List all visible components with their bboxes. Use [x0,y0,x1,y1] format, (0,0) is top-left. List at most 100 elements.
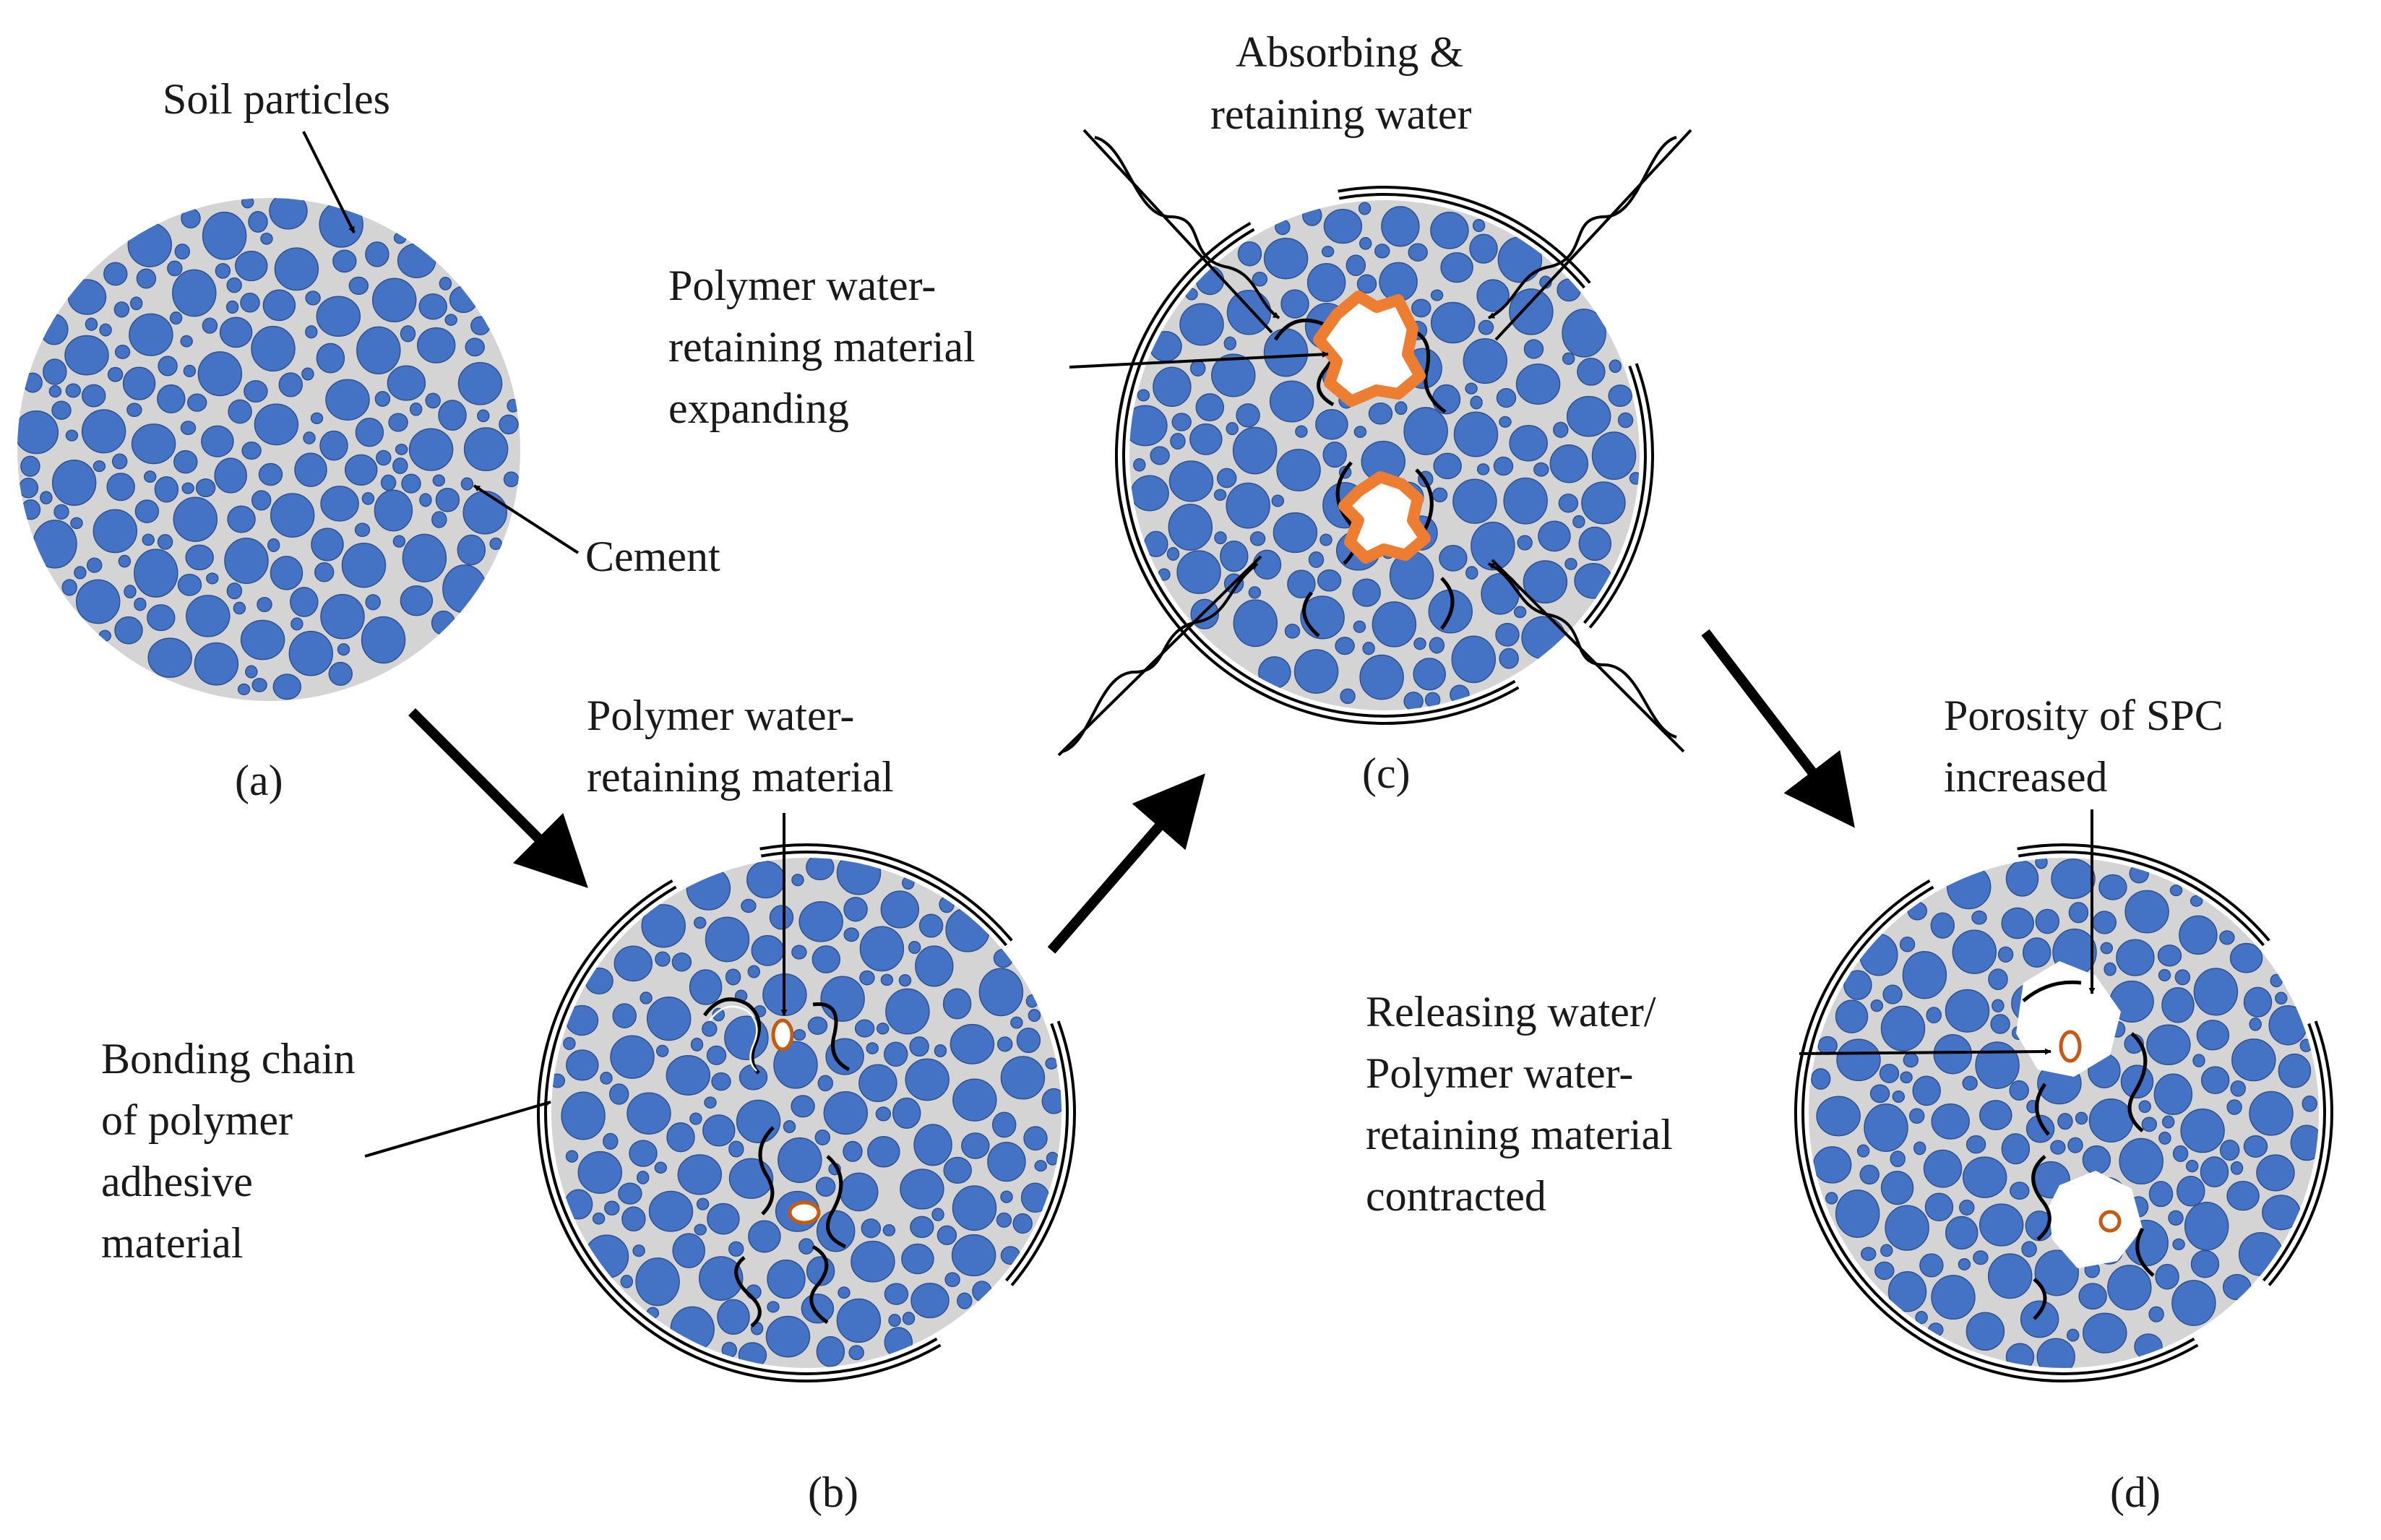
soil-particle [2124,890,2169,934]
soil-particle [1515,364,1561,405]
soil-particle [931,1208,944,1221]
soil-particle [1859,1164,1880,1185]
soil-particle [294,452,327,487]
soil-particle [174,244,191,260]
soil-particle [43,358,67,385]
soil-particle [1023,1126,1048,1151]
soil-particle [704,1096,717,1109]
soil-particle [876,1023,890,1035]
soil-particle [811,945,841,973]
soil-particle [186,393,207,412]
soil-particle [237,683,251,696]
soil-particle [2088,1098,2134,1143]
soil-particle [613,945,653,982]
soil-particle [103,262,128,286]
soil-particle [270,493,315,538]
label-polymer-material-b2: retaining material [587,753,894,801]
soil-particle [177,573,202,596]
soil-particle [395,443,408,455]
soil-particle [356,326,401,374]
label-expanding-1: Polymer water- [668,262,936,309]
soil-particle [1923,1149,1963,1188]
soil-particle [2193,968,2239,1016]
soil-particle [1408,243,1428,262]
soil-particles-c [1129,202,1640,710]
soil-particle [387,365,426,401]
soil-particle [186,595,231,637]
soil-particle [1562,309,1606,358]
soil-particle [33,520,77,569]
soil-particle [1269,380,1314,423]
soil-particle [2192,1054,2205,1067]
soil-particle [807,1016,828,1035]
arrow-c-to-d [1701,629,1855,828]
swollen-polymer-c2 [1338,471,1431,564]
soil-particle [1979,1203,2024,1247]
soil-particle [114,345,131,359]
soil-particle [2022,937,2051,968]
soil-particle [2153,1073,2193,1116]
soil-particle [228,399,252,424]
soil-particle [1352,578,1381,607]
soil-particle [303,431,316,444]
soil-particle [996,1036,1013,1052]
soil-particle [1952,929,1997,974]
soil-particle [439,277,452,291]
soil-particle [1558,494,1579,513]
label-bonding-chain-2: of polymer [101,1096,293,1144]
soil-particle [689,969,723,1005]
soil-particle [1864,1104,1908,1152]
soil-particle [173,449,198,474]
soil-particle [711,1072,731,1091]
arrow-soil-particles [302,131,356,233]
soil-particle [1232,426,1278,475]
soil-particle [194,642,239,686]
soil-particle [666,1122,695,1153]
soil-particle [2107,1265,2152,1311]
soil-particle [40,314,69,345]
soil-particle [702,1020,718,1037]
soil-particle [1899,937,1916,952]
soil-particle [851,1240,895,1283]
soil-particle [365,594,381,611]
soil-particle [202,211,247,260]
soil-particle [1431,384,1461,415]
soil-particle [1356,274,1377,294]
soil-particle [1825,1192,1838,1205]
soil-particle [1306,263,1346,302]
soil-particle [316,296,361,337]
soil-particle [564,1189,593,1220]
soil-particle [301,367,314,381]
soil-particle [2172,1238,2185,1251]
outer-bond-segment [1583,365,1647,624]
soil-particle [1882,984,1903,1005]
soil-particle [1302,205,1322,226]
soil-particle [154,476,179,503]
soil-particle [489,537,502,551]
soil-particle [728,1241,744,1257]
soil-particle [2190,1249,2220,1278]
soil-particle [215,262,231,279]
soil-particle [134,597,147,611]
soil-particle [566,1049,599,1081]
soil-particle [1280,289,1309,319]
soil-particle [2092,911,2117,934]
soil-particle [748,1220,781,1253]
soil-particle [1214,531,1227,545]
soil-particle [1170,432,1186,450]
outer-chain-c [1114,185,1654,725]
soil-particle [1424,692,1441,708]
soil-particle [2158,968,2171,981]
soil-particle [2190,895,2203,907]
soil-particle [767,1259,806,1299]
outer-bond-segment [1588,363,1654,629]
soil-particle [1912,1075,1941,1106]
soil-particle [1319,533,1332,546]
soil-particle [1465,382,1478,395]
outer-bond-segment [1805,1158,1955,1351]
soil-particle [2148,1306,2164,1322]
soil-particle [2299,1038,2313,1052]
caption-c: (c) [1362,749,1411,797]
soil-particle [332,249,357,273]
soil-particle [1220,541,1249,572]
